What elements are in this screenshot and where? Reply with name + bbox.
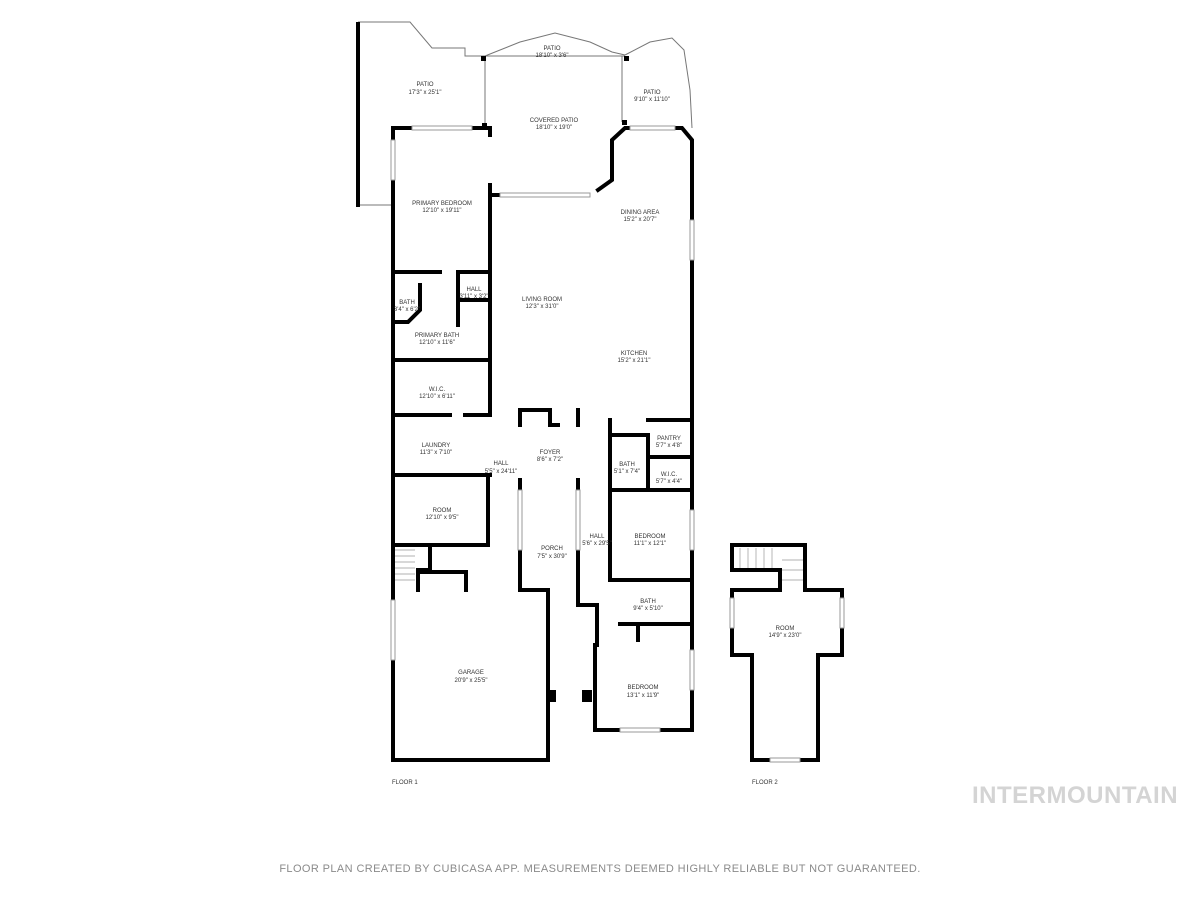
- floor2-label: FLOOR 2: [752, 780, 778, 786]
- room-name: BEDROOM: [627, 685, 658, 691]
- room-name: GARAGE: [458, 670, 484, 676]
- stairs-floor2: [739, 548, 803, 581]
- room-name: PRIMARY BATH: [415, 333, 459, 339]
- room-dims: 18'10" x 3'6": [536, 53, 569, 59]
- room-name: LIVING ROOM: [522, 297, 562, 303]
- windows: [390, 125, 695, 733]
- window: [729, 597, 735, 629]
- room-dims: 15'2" x 20'7": [624, 217, 657, 223]
- post: [622, 120, 627, 125]
- room-dims: 12'10" x 11'6": [419, 340, 455, 346]
- room-name: HALL: [589, 534, 605, 540]
- room-dims: 9'10" x 11'10": [634, 97, 670, 103]
- room-dims: 11'3" x 7'10": [420, 450, 452, 456]
- room-name: DINING AREA: [621, 210, 660, 216]
- room-name: BATH: [619, 462, 635, 468]
- room-dims: 17'3" x 25'1": [409, 90, 442, 96]
- room-dims: 5'5" x 24'11": [485, 469, 517, 475]
- post: [481, 56, 486, 61]
- room-name: ROOM: [433, 508, 452, 514]
- room-dims: 5'1" x 7'4": [614, 469, 640, 475]
- room-dims: 12'10" x 19'11": [422, 208, 461, 214]
- room-labels: PATIO 18'10" x 3'6" PATIO 17'3" x 25'1" …: [394, 46, 802, 699]
- room-name: PANTRY: [657, 436, 681, 442]
- post: [624, 56, 629, 61]
- room-name: HALL: [493, 461, 509, 467]
- room-dims: 3'11" x 3'2": [459, 294, 488, 300]
- stairs-floor1: [395, 549, 415, 581]
- room-name: PORCH: [541, 546, 563, 552]
- watermark-logo: INTERMOUNTAIN: [972, 782, 1179, 809]
- room-name: PRIMARY BEDROOM: [412, 201, 472, 207]
- room-dims: 3'4" x 6'2": [394, 307, 420, 313]
- floor1-label: FLOOR 1: [392, 780, 418, 786]
- room-name: LAUNDRY: [422, 443, 451, 449]
- room-name: BATH: [399, 300, 415, 306]
- room-name: PATIO: [643, 90, 660, 96]
- room-dims: 11'1" x 12'1": [634, 541, 666, 547]
- footer-disclaimer: FLOOR PLAN CREATED BY CUBICASA APP. MEAS…: [279, 863, 921, 875]
- room-name: W.I.C.: [661, 472, 678, 478]
- room-dims: 15'2" x 21'1": [618, 358, 651, 364]
- room-name: W.I.C.: [429, 387, 446, 393]
- post: [482, 123, 487, 128]
- room-dims: 12'10" x 6'11": [419, 394, 455, 400]
- window: [839, 597, 845, 629]
- room-name: PATIO: [416, 82, 433, 88]
- room-name: BEDROOM: [634, 534, 665, 540]
- window: [769, 757, 801, 763]
- room-dims: 5'7" x 4'4": [656, 479, 682, 485]
- room-dims: 18'10" x 19'0": [536, 125, 572, 131]
- room-name: FOYER: [540, 450, 561, 456]
- room-dims: 5'7" x 4'8": [656, 443, 682, 449]
- room-name: BATH: [640, 599, 656, 605]
- patio-outlines: [358, 21, 693, 206]
- room-dims: 12'3" x 31'0": [526, 304, 559, 310]
- room-name: PATIO: [543, 46, 560, 52]
- room-name: ROOM: [776, 626, 795, 632]
- room-name: KITCHEN: [621, 351, 647, 357]
- room-dims: 13'1" x 11'9": [627, 693, 659, 699]
- room-name: HALL: [466, 287, 482, 293]
- room-name: COVERED PATIO: [530, 118, 579, 124]
- room-dims: 14'9" x 23'0": [769, 633, 802, 639]
- room-dims: 5'6" x 29'5": [582, 541, 612, 547]
- room-dims: 8'6" x 7'2": [537, 457, 563, 463]
- room-dims: 12'10" x 9'5": [426, 515, 459, 521]
- room-dims: 9'4" x 5'10": [633, 606, 663, 612]
- room-dims: 20'9" x 25'5": [455, 678, 488, 684]
- column: [546, 690, 556, 702]
- column: [582, 690, 592, 702]
- room-dims: 7'5" x 30'9": [537, 554, 567, 560]
- floor2-walls: [730, 543, 844, 762]
